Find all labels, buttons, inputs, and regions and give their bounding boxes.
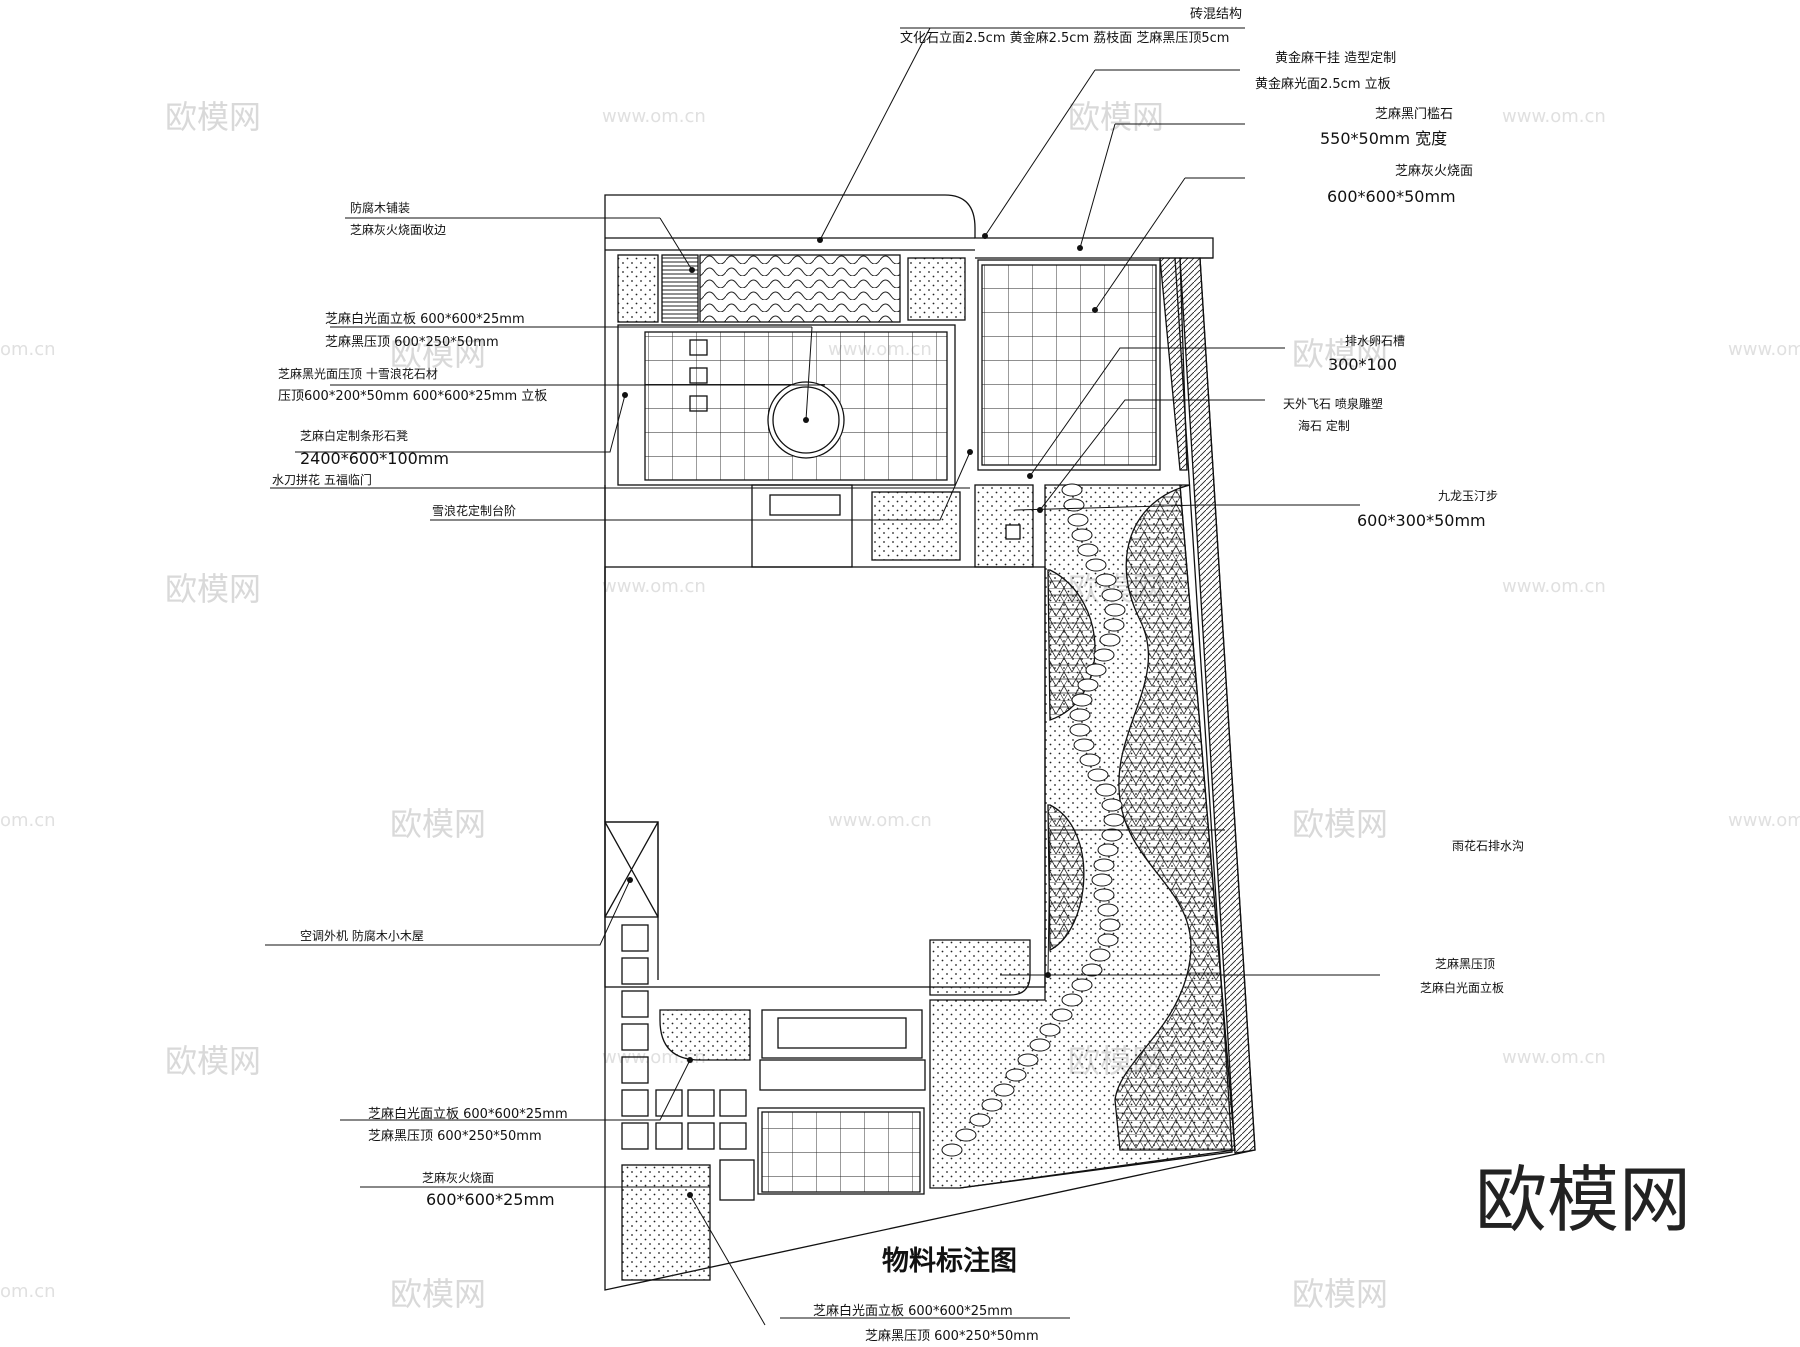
watermark-url: www.om.cn xyxy=(602,576,706,597)
watermark-url: www.om.cn xyxy=(1502,1047,1606,1068)
watermark: 欧模网 xyxy=(165,570,261,608)
watermark: 欧模网 xyxy=(390,335,486,373)
label-bench-size: 2400*600*100mm xyxy=(300,449,449,468)
granite-planter xyxy=(659,1009,751,1061)
label-white-panel-d: 芝麻白光面立板 600*600*25mm xyxy=(813,1303,1013,1319)
label-white-panel-c: 芝麻白光面立板 600*600*25mm xyxy=(368,1106,568,1122)
stepping-stones xyxy=(941,483,1126,1157)
label-grey-flamed-b-size: 600*600*25mm xyxy=(426,1190,555,1209)
label-jiulong-size: 600*300*50mm xyxy=(1357,511,1486,530)
watermark: 欧模网 xyxy=(1292,1275,1388,1313)
feature-wall xyxy=(761,1009,923,1059)
site-plan xyxy=(604,194,1256,1291)
label-rain-drain: 雨花石排水沟 xyxy=(1452,838,1524,853)
label-drain-pebble-size: 300*100 xyxy=(1328,355,1397,374)
granite-planter xyxy=(621,1164,711,1281)
granite-planter xyxy=(929,939,1031,996)
label-white-bench: 芝麻白定制条形石凳 xyxy=(300,428,408,443)
watermark: 欧模网 xyxy=(1068,98,1164,136)
leader-lines xyxy=(265,27,1380,1326)
watermark-url: www.om.cn xyxy=(1728,339,1800,360)
watermark: 欧模网 xyxy=(1292,805,1388,843)
terrace-frame xyxy=(757,1107,925,1195)
granite-block xyxy=(907,257,966,321)
granite-block xyxy=(617,254,659,323)
culture-stone-wall xyxy=(699,254,901,323)
square-pavers xyxy=(621,924,747,1150)
label-sky-stone: 天外飞石 喷泉雕塑 xyxy=(1283,396,1383,411)
planting-bed xyxy=(1114,484,1236,1151)
watermark-url-edge: om.cn xyxy=(0,339,56,360)
label-snow-step: 雪浪花定制台阶 xyxy=(432,503,516,518)
label-black-cap-b: 芝麻黑压顶 xyxy=(1435,956,1495,971)
watermark: 欧模网 xyxy=(1292,335,1388,373)
lawn-boundary xyxy=(604,485,659,980)
ac-unit-cross xyxy=(604,821,659,918)
snow-step xyxy=(871,491,961,561)
watermark-url: www.om.cn xyxy=(1728,810,1800,831)
step-block xyxy=(769,494,841,516)
paving-grid xyxy=(761,1111,921,1193)
feature-wall-step xyxy=(759,1059,926,1091)
watermark-url: www.om.cn xyxy=(1502,576,1606,597)
fountain-pebble xyxy=(974,484,1034,568)
label-ac-unit: 空调外机 防腐木小木屋 xyxy=(300,928,424,943)
watermark-url: www.om.cn xyxy=(1502,106,1606,127)
leader-dots xyxy=(622,233,1098,1198)
watermark-url-edge: om.cn xyxy=(0,1281,56,1302)
watermark: 欧模网 xyxy=(390,1275,486,1313)
label-gold-hang: 黄金麻干挂 造型定制 xyxy=(1275,50,1396,66)
watermark-url: www.om.cn xyxy=(602,106,706,127)
ac-unit-box xyxy=(604,821,659,918)
label-grey-flamed-size: 600*600*50mm xyxy=(1327,187,1456,206)
label-grey-flamed-b: 芝麻灰火烧面 xyxy=(422,1170,494,1185)
top-wall xyxy=(605,237,975,251)
watermark: 欧模网 xyxy=(390,805,486,843)
label-door-sill: 芝麻黑门槛石 xyxy=(1375,106,1453,122)
round-feature-inner xyxy=(772,386,840,454)
watermark-url: www.om.cn xyxy=(828,810,932,831)
label-cap-sizes: 压顶600*200*50mm 600*600*25mm 立板 xyxy=(278,389,547,404)
brand-logo-text: 欧模网 xyxy=(1475,1158,1691,1242)
terrace-frame xyxy=(977,259,1161,471)
feature-wall-inner xyxy=(777,1017,907,1049)
label-gold-panel: 黄金麻光面2.5cm 立板 xyxy=(1255,76,1391,92)
label-top-materials: 文化石立面2.5cm 黄金麻2.5cm 荔枝面 芝麻黑压顶5cm xyxy=(900,30,1229,46)
planting-bed xyxy=(1047,804,1085,952)
label-sea-stone: 海石 定制 xyxy=(1298,418,1350,433)
label-water-knife: 水刀拼花 五福临门 xyxy=(272,472,372,487)
label-grey-flamed: 芝麻灰火烧面 xyxy=(1395,163,1473,179)
paving-edge xyxy=(719,1159,755,1201)
bench xyxy=(689,395,708,412)
wood-deck xyxy=(661,254,699,323)
bench xyxy=(689,339,708,356)
label-wood-deck: 防腐木铺装 xyxy=(350,200,410,215)
lawn xyxy=(604,566,1046,988)
fountain-core xyxy=(1005,524,1021,540)
label-door-sill-size: 550*50mm 宽度 xyxy=(1320,129,1447,148)
bench xyxy=(689,367,708,384)
paving-grid xyxy=(981,264,1157,466)
label-top-structure: 砖混结构 xyxy=(1190,7,1242,22)
watermark: 欧模网 xyxy=(165,98,261,136)
drawing-title: 物料标注图 xyxy=(882,1245,1017,1277)
label-black-cap-a: 芝麻黑压顶 600*250*50mm xyxy=(325,334,499,350)
material-labels: 砖混结构 文化石立面2.5cm 黄金麻2.5cm 荔枝面 芝麻黑压顶5cm 黄金… xyxy=(272,7,1524,1344)
label-white-panel-b: 芝麻白光面立板 xyxy=(1420,980,1504,995)
label-drain-pebble: 排水卵石槽 xyxy=(1345,334,1405,348)
watermark-url-edge: om.cn xyxy=(0,810,56,831)
label-black-polish: 芝麻黑光面压顶 十雪浪花石材 xyxy=(278,366,438,381)
label-black-cap-d: 芝麻黑压顶 600*250*50mm xyxy=(865,1328,1039,1344)
label-jiulong: 九龙玉汀步 xyxy=(1438,489,1498,503)
label-wood-edge: 芝麻灰火烧面收边 xyxy=(350,222,446,237)
watermark: 欧模网 xyxy=(165,1042,261,1080)
label-white-panel-a: 芝麻白光面立板 600*600*25mm xyxy=(325,311,525,327)
label-black-cap-c: 芝麻黑压顶 600*250*50mm xyxy=(368,1128,542,1144)
step-block xyxy=(751,484,853,568)
